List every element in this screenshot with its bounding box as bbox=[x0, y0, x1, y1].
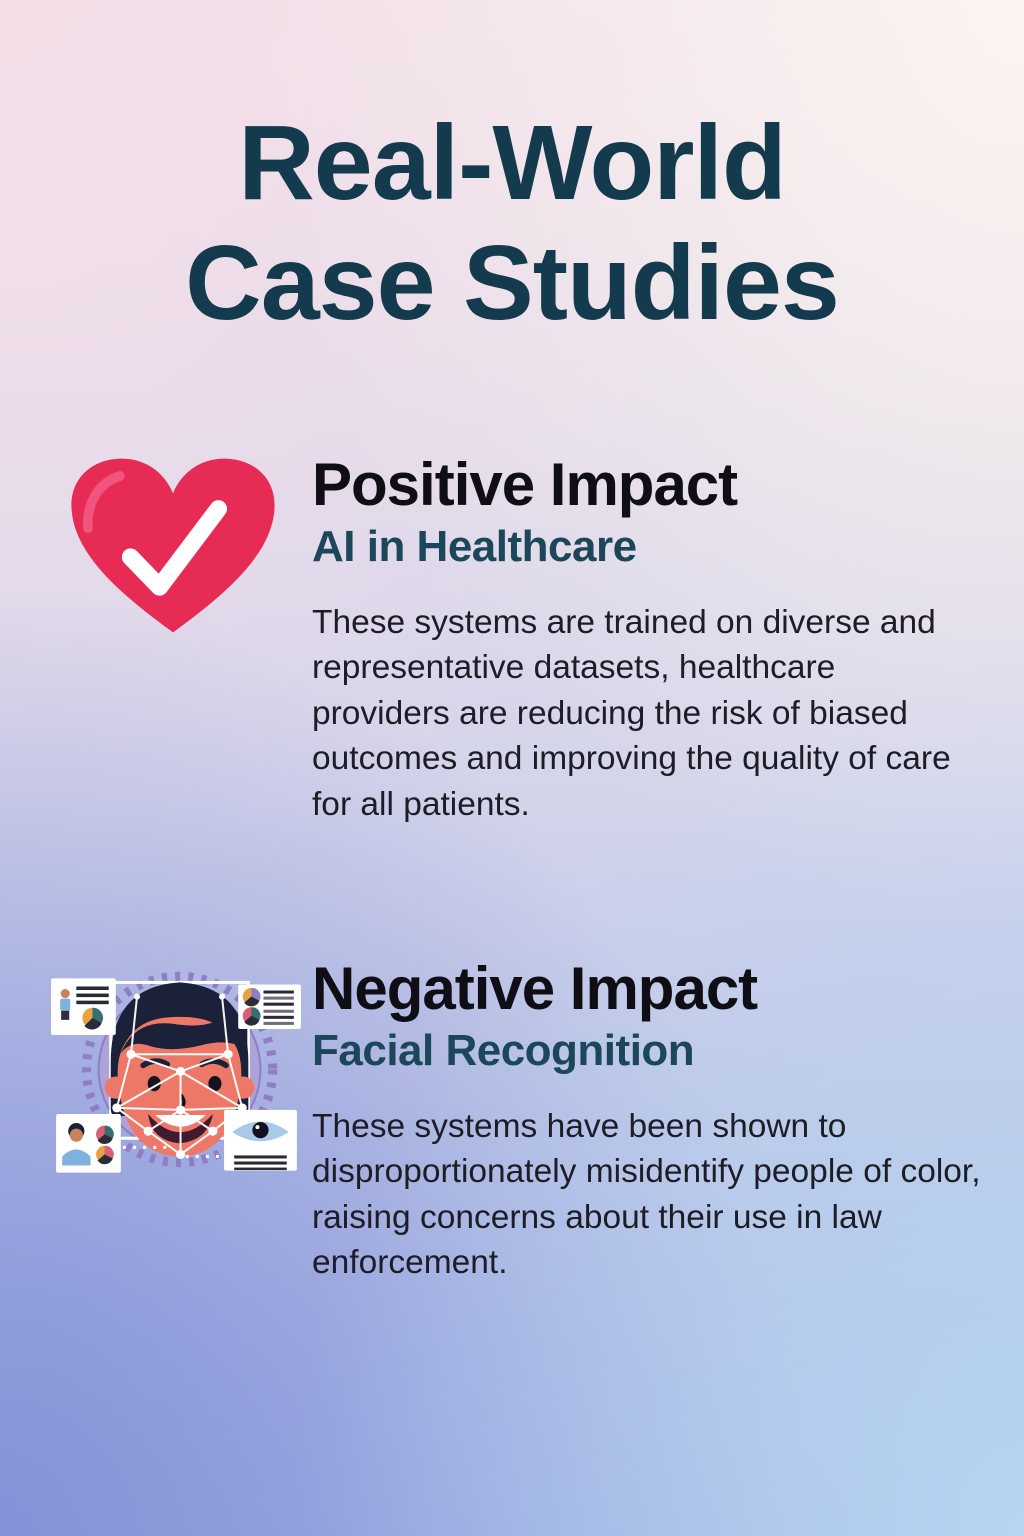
page-title-line1: Real-World bbox=[238, 104, 787, 222]
page-title: Real-World Case Studies bbox=[0, 104, 1024, 344]
section-negative: Negative Impact Facial Recognition These… bbox=[312, 954, 992, 1286]
negative-heading: Negative Impact bbox=[312, 955, 758, 1022]
positive-body-text: These systems are trained on diverse and… bbox=[312, 603, 951, 823]
page-title-line2: Case Studies bbox=[185, 223, 840, 342]
negative-body-text: These systems have been shown to disprop… bbox=[312, 1107, 981, 1282]
negative-subheading: Facial Recognition bbox=[312, 1026, 695, 1075]
positive-subheading: AI in Healthcare bbox=[312, 522, 637, 571]
heart-check-icon bbox=[62, 450, 284, 640]
facial-recognition-icon bbox=[48, 956, 306, 1194]
positive-heading: Positive Impact bbox=[312, 451, 738, 518]
section-positive: Positive Impact AI in Healthcare These s… bbox=[312, 450, 972, 828]
